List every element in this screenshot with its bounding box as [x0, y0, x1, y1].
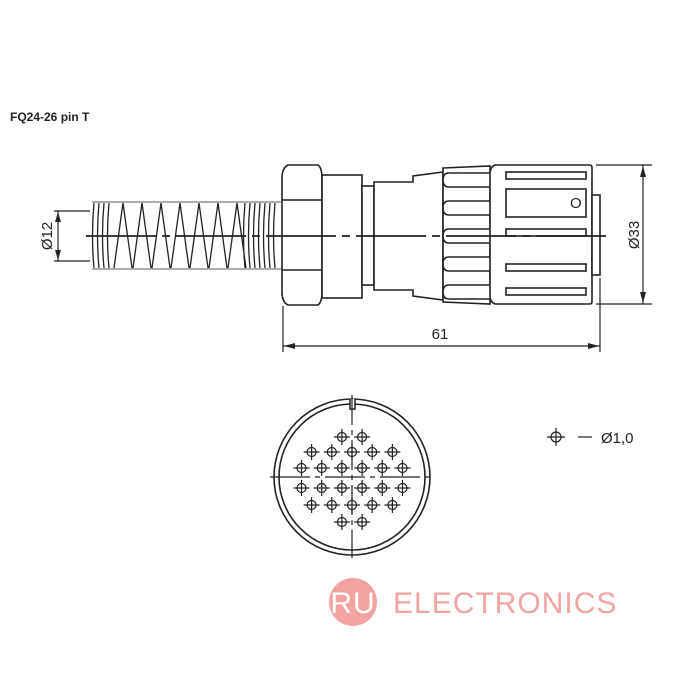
- dimensions: [54, 164, 652, 352]
- pin: [364, 497, 381, 513]
- sleeve-rib: [442, 256, 490, 272]
- hex-nut: [281, 164, 323, 306]
- sleeve-rib: [442, 284, 490, 300]
- pin-legend: Ø1,0: [601, 430, 634, 447]
- pin: [394, 480, 411, 496]
- dim-length: 61: [432, 326, 449, 343]
- pin: [354, 460, 371, 476]
- sleeve-rib: [442, 172, 490, 188]
- pin-symbol-icon: [547, 428, 592, 446]
- pin: [374, 460, 391, 476]
- pin: [303, 497, 320, 513]
- nut-rib: [505, 287, 587, 296]
- pin: [374, 480, 391, 496]
- pin: [323, 497, 340, 513]
- pin: [313, 480, 330, 496]
- pin: [354, 480, 371, 496]
- pin: [333, 480, 350, 496]
- pin: [313, 460, 330, 476]
- pin: [293, 480, 310, 496]
- pin: [344, 497, 360, 513]
- logo-text: ELECTRONICS: [393, 587, 617, 620]
- end-flange: [591, 194, 601, 276]
- connector-front-view: [270, 395, 434, 558]
- drawing-title: FQ24-26 pin T: [10, 110, 90, 124]
- coupling-nut-ribs: [505, 171, 587, 296]
- pin: [323, 444, 340, 460]
- logo-badge-text: RU: [330, 587, 375, 620]
- connector-side-view: O: [86, 164, 606, 306]
- dim-outer-diameter: Ø33: [626, 221, 643, 249]
- pin: [354, 429, 371, 445]
- nut-rib: [505, 171, 587, 180]
- pin: [293, 460, 310, 476]
- sleeve-rib: [442, 200, 490, 216]
- pin: [333, 429, 350, 445]
- pin: [333, 514, 350, 530]
- pin: [303, 444, 320, 460]
- logo-badge: [329, 578, 377, 626]
- pin: [394, 460, 411, 476]
- dim-cable-diameter: Ø12: [39, 222, 56, 250]
- coupling-nut: [489, 164, 593, 305]
- nut-marking: O: [570, 195, 582, 212]
- nut-rib: [505, 263, 587, 272]
- pin: [354, 514, 371, 530]
- pin: [364, 444, 381, 460]
- pin: [344, 444, 360, 460]
- ru-electronics-logo: RU ELECTRONICS: [329, 578, 617, 626]
- pin: [384, 444, 401, 460]
- nut-window: [505, 188, 587, 218]
- contact-pins: [293, 429, 411, 530]
- pin: [333, 460, 350, 476]
- pin: [384, 497, 401, 513]
